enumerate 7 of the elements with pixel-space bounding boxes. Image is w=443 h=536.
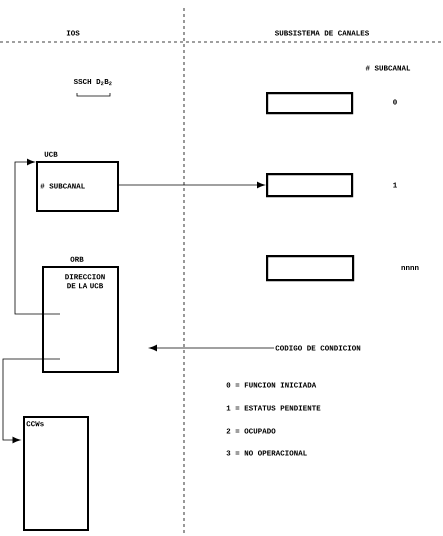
arrow	[118, 182, 265, 188]
arrow	[149, 344, 274, 352]
subchannel-box	[266, 255, 354, 282]
arrow	[14, 158, 60, 314]
subchannel-box	[266, 173, 354, 198]
subchannel-box	[266, 92, 354, 114]
arrow	[2, 358, 60, 444]
